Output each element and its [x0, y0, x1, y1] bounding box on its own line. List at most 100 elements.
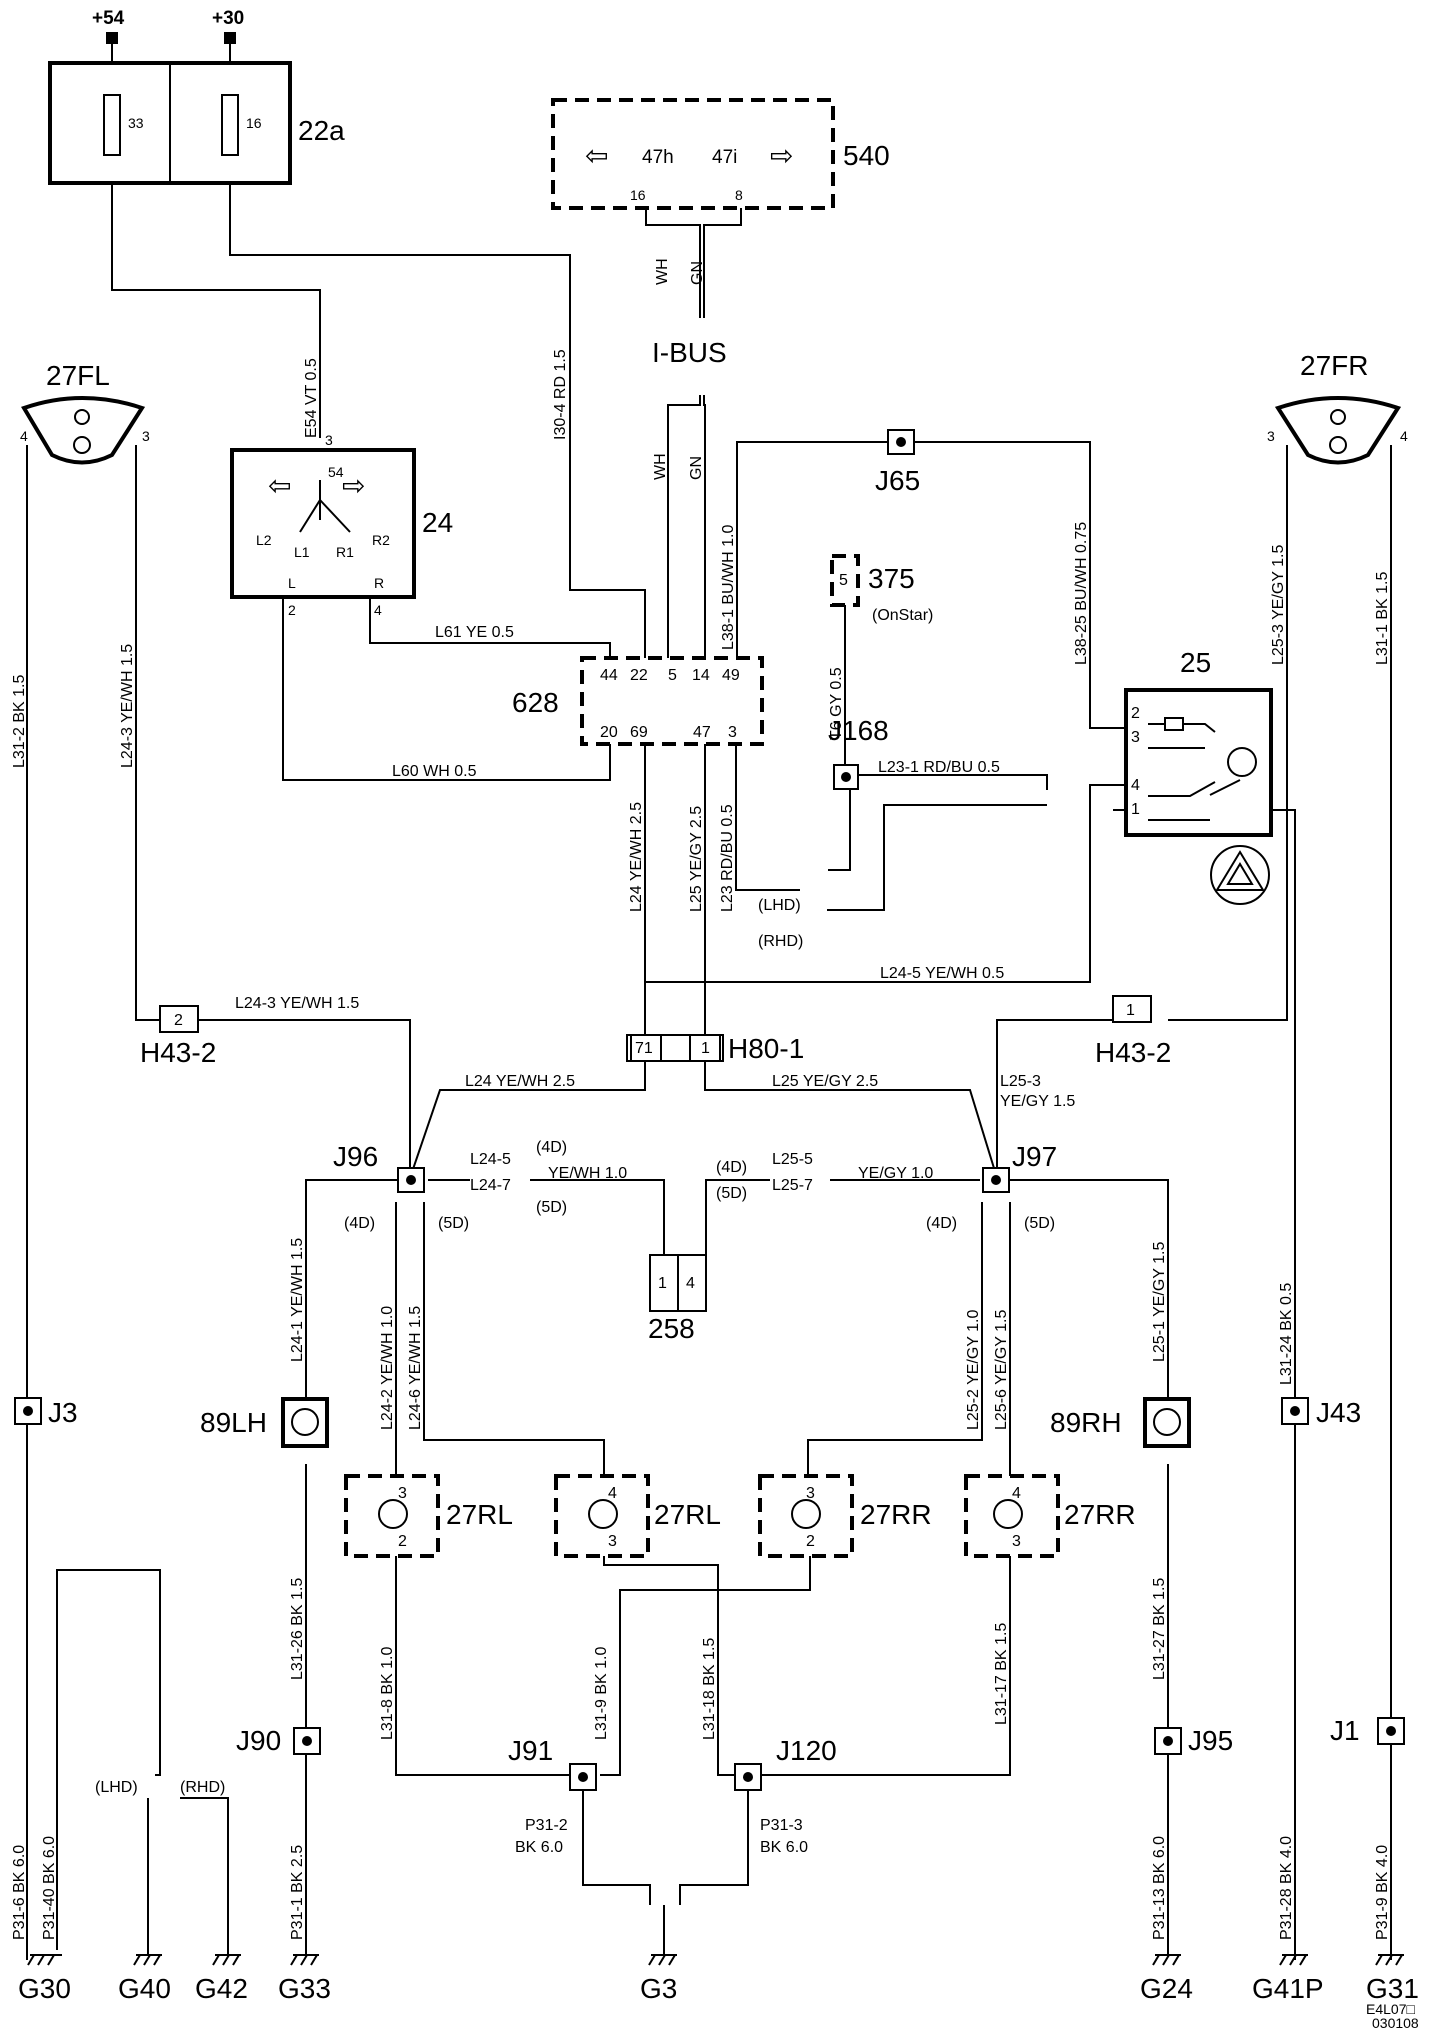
rear-lamp-27rr-a-pin-bot: 2	[806, 1533, 815, 1550]
connector-258-pin1: 1	[658, 1275, 667, 1292]
arrow-left-icon: ⇦	[585, 140, 608, 171]
wire-p31-40: P31-40 BK 6.0	[41, 1836, 58, 1940]
variant-5d-j97: (5D)	[1024, 1215, 1055, 1232]
splice-j97-label: J97	[1012, 1141, 1057, 1172]
module-628-pin-14: 14	[692, 667, 710, 684]
ground-g31-icon	[1375, 1954, 1404, 1966]
relay-24-pin3: 3	[325, 432, 333, 448]
rear-lamp-27rl-b: 4 3 27RL	[554, 1474, 721, 1558]
relay-24-L1: L1	[294, 544, 310, 560]
ground-g24-label: G24	[1140, 1973, 1193, 2004]
lamp-27fr: 27FR 3 4	[1267, 350, 1408, 465]
module-375: 5 375 (OnStar)	[830, 554, 933, 624]
wire-l24-3-vert: L24-3 YE/WH 1.5	[119, 644, 136, 768]
variant-5d-j97-left: (5D)	[716, 1185, 747, 1202]
splice-j120-label: J120	[776, 1735, 837, 1766]
wire-l38-25: L38-25 BU/WH 0.75	[1073, 522, 1090, 665]
side-marker-89lh: 89LH	[200, 1397, 329, 1448]
wire-l31-24: L31-24 BK 0.5	[1278, 1283, 1295, 1385]
switch-25-pin-2: 2	[1131, 705, 1140, 722]
module-628-label: 628	[512, 687, 559, 718]
fuse-16-icon	[221, 94, 239, 156]
wire-l24-1: L24-1 YE/WH 1.5	[289, 1238, 306, 1362]
wire-l31-18: L31-18 BK 1.5	[701, 1638, 718, 1740]
wire-l23-vert: L23 RD/BU 0.5	[719, 804, 736, 912]
module-540-pin-16: 16	[630, 187, 646, 203]
rear-lamp-27rl-b-pin-top: 4	[608, 1485, 617, 1502]
footer-code: E4L07□	[1366, 2001, 1415, 2017]
ground-g30-icon	[27, 1954, 62, 1966]
module-628-pin-69: 69	[630, 724, 648, 741]
ibus-mask	[650, 325, 760, 380]
connector-h80-1-pin-71: 71	[635, 1040, 653, 1057]
relay-24-pin54: 54	[328, 464, 344, 480]
wire-p31-1: P31-1 BK 2.5	[289, 1845, 306, 1940]
wire-l61: L61 YE 0.5	[435, 624, 514, 641]
wire-l60: L60 WH 0.5	[392, 763, 477, 780]
relay-24-R2: R2	[372, 532, 390, 548]
splice-j90-label: J90	[236, 1725, 281, 1756]
wire-l24-3-horiz: L24-3 YE/WH 1.5	[235, 995, 359, 1012]
module-628-pin-5: 5	[668, 667, 677, 684]
wire-yegy-10: YE/GY 1.0	[858, 1165, 933, 1182]
wire-l25-1: L25-1 YE/GY 1.5	[1151, 1242, 1168, 1362]
ground-g42-icon	[212, 1954, 241, 1966]
relay-24-R: R	[374, 575, 384, 591]
lamp-27fl-signal-icon	[74, 409, 90, 425]
splice-j168-label: J168	[828, 715, 889, 746]
wire-l25-5: L25-5	[772, 1151, 813, 1168]
rear-lamp-27rr-b-label: 27RR	[1064, 1499, 1136, 1530]
splice-j96-label: J96	[333, 1141, 378, 1172]
relay-24-arrow-right-icon: ⇨	[342, 470, 365, 501]
lamp-27fr-pin3: 3	[1267, 428, 1275, 444]
relay-24-pin2: 2	[288, 602, 296, 618]
switch-25-label: 25	[1180, 647, 1211, 678]
switch-25-pin-1: 1	[1131, 801, 1140, 818]
connector-258-label: 258	[648, 1313, 695, 1344]
fuse-box-label: 22a	[298, 115, 345, 146]
wire-l31-26: L31-26 BK 1.5	[289, 1578, 306, 1680]
wire-p31-3-a: P31-3	[760, 1817, 803, 1834]
wire-l24-5: L24-5 YE/WH 0.5	[880, 965, 1004, 982]
splice-j91-label: J91	[508, 1735, 553, 1766]
switch-25-bulb-icon	[1227, 747, 1257, 777]
wire-p31-2-a: P31-2	[525, 1817, 568, 1834]
wire-e54: E54 VT 0.5	[303, 358, 320, 438]
side-marker-89lh-label: 89LH	[200, 1407, 267, 1438]
ground-g3-label: G3	[640, 1973, 677, 2004]
variant-rhd-ground: (RHD)	[180, 1779, 225, 1796]
module-628-pin-20: 20	[600, 724, 618, 741]
rear-lamp-27rr-b-pin-top: 4	[1012, 1485, 1021, 1502]
variant-4d-j97: (4D)	[926, 1215, 957, 1232]
rear-lamp-27rl-a-label: 27RL	[446, 1499, 513, 1530]
wire-l31-9: L31-9 BK 1.0	[593, 1647, 610, 1741]
connector-h43-2-right-label: H43-2	[1095, 1037, 1171, 1068]
connector-h43-2-right-pin: 1	[1126, 1002, 1135, 1019]
wire-p31-9: P31-9 BK 4.0	[1374, 1845, 1391, 1940]
wire-yewh-10: YE/WH 1.0	[548, 1165, 627, 1182]
switch-25-pin-3: 3	[1131, 729, 1140, 746]
wire-l25-horiz: L25 YE/GY 2.5	[772, 1073, 878, 1090]
relay-24-pin4: 4	[374, 602, 382, 618]
wire-l25-6: L25-6 YE/GY 1.5	[993, 1310, 1010, 1430]
lamp-27fl: 27FL 4 3	[20, 360, 150, 465]
wire-l25-3-vert: L25-3 YE/GY 1.5	[1270, 545, 1287, 665]
ground-g40-icon	[133, 1954, 162, 1966]
module-540-label: 540	[843, 140, 890, 171]
wire-628-wh: WH	[652, 453, 669, 480]
footer-date: 030108	[1372, 2015, 1419, 2030]
splice-j95-label: J95	[1188, 1725, 1233, 1756]
ground-g33-label: G33	[278, 1973, 331, 2004]
wire-labels: E54 VT 0.5 I30-4 RD 1.5 WH GN L38-1 BU/W…	[11, 349, 1391, 1940]
wire-l31-27: L31-27 BK 1.5	[1151, 1578, 1168, 1680]
wire-540-wh: WH	[654, 258, 671, 285]
splices: J65 J168 J96 J97 J3 J43 J90 J91 J120 J95…	[14, 429, 1405, 1791]
fuse-box-22a: +54 +30 33 16 22a	[48, 8, 345, 185]
side-marker-89rh-bulb-icon	[1153, 1408, 1181, 1436]
lamp-27fl-bulb-icon	[73, 436, 91, 454]
switch-25: 25 2 3 4 1	[1124, 647, 1273, 837]
wire-l38-1: L38-1 BU/WH 1.0	[720, 525, 737, 650]
module-628-pin-22: 22	[630, 667, 648, 684]
switch-25-resistor-icon	[1164, 717, 1184, 731]
